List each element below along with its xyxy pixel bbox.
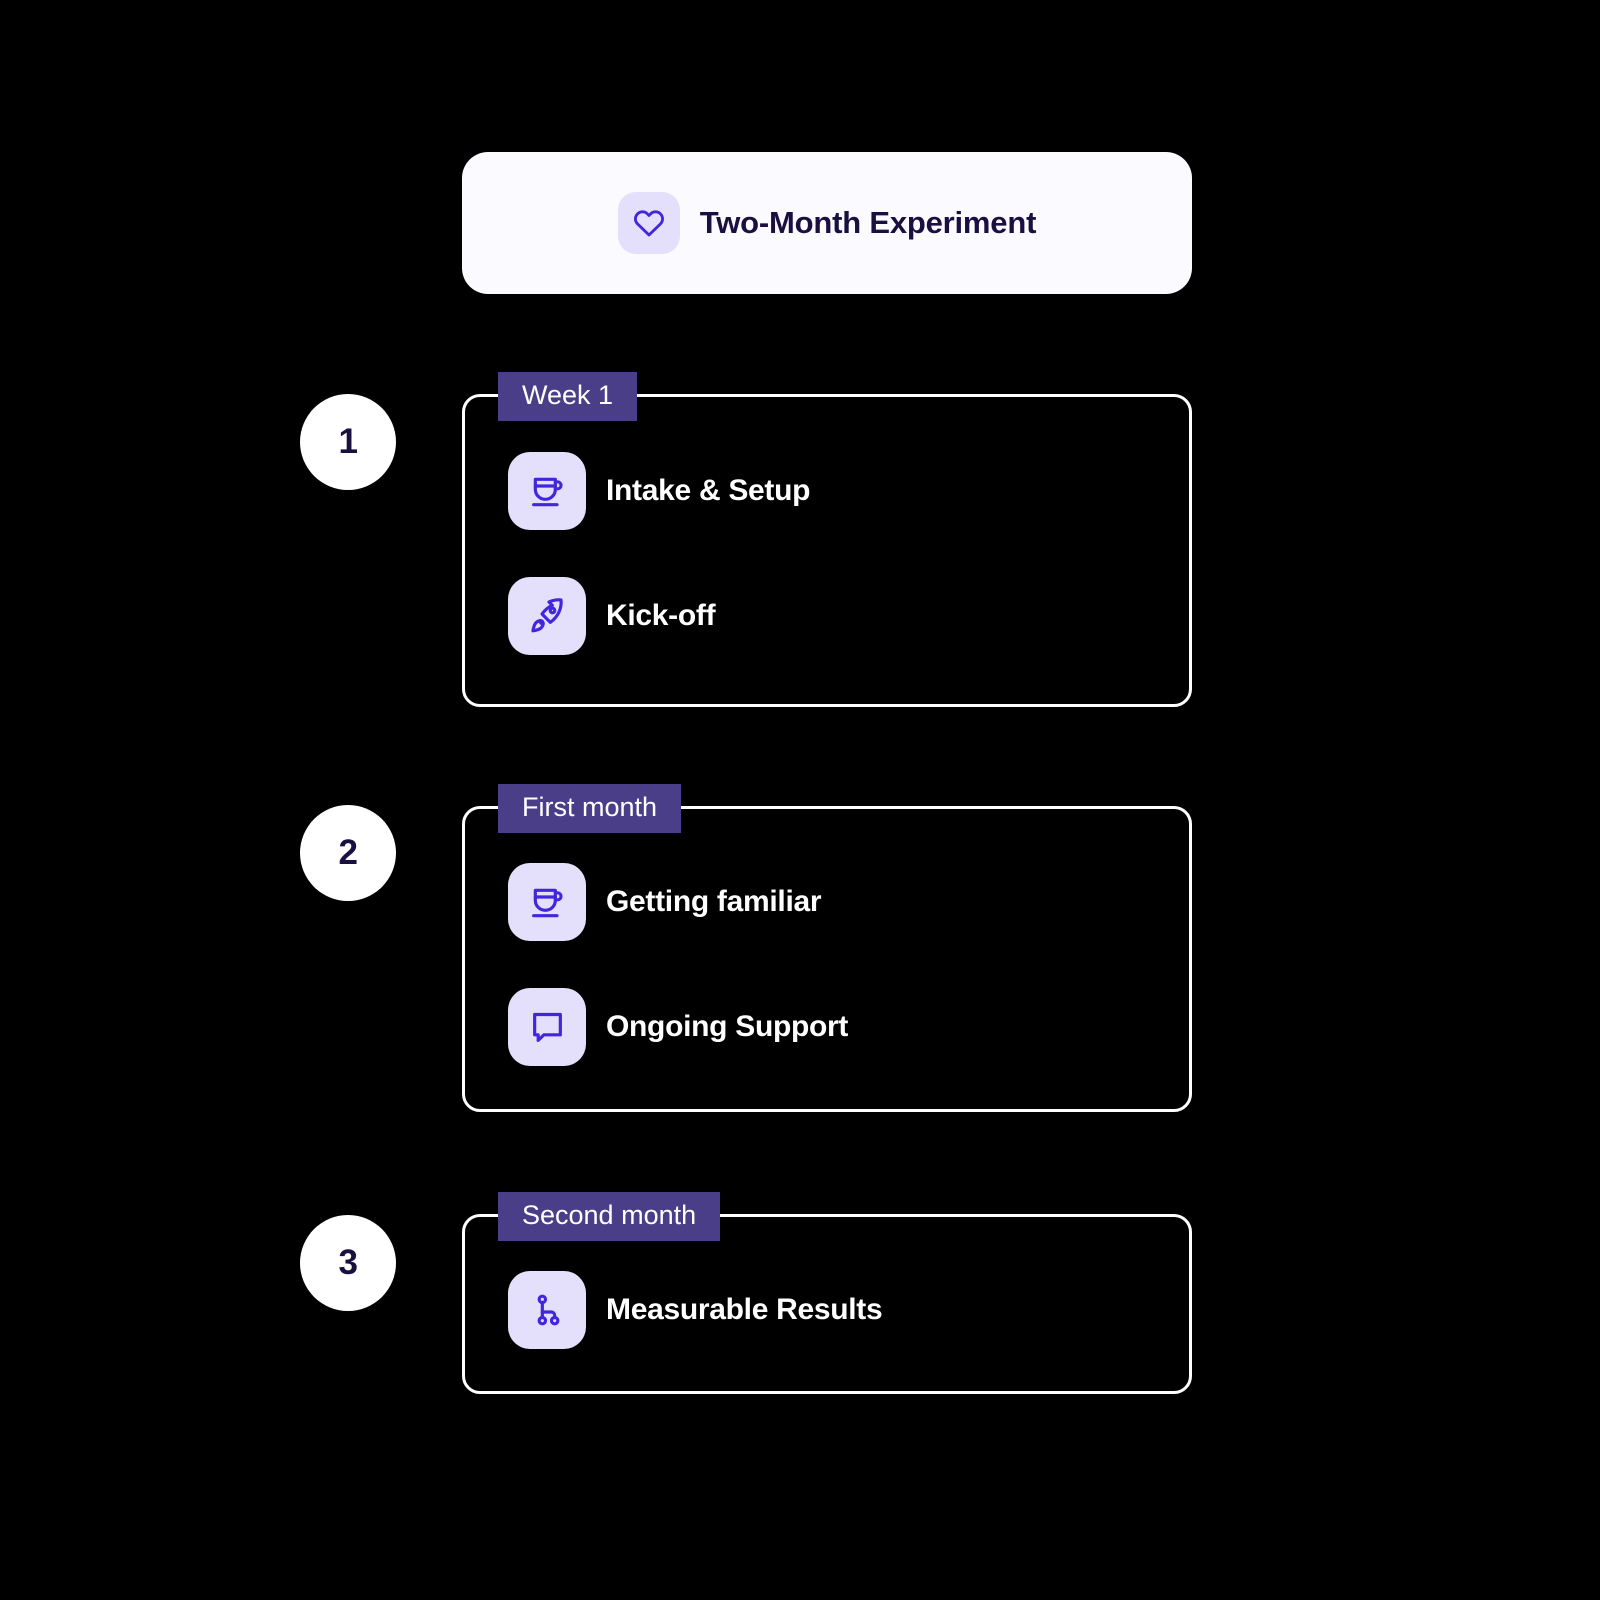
header-card: Two-Month Experiment: [462, 152, 1192, 294]
list-item-label: Kick-off: [606, 599, 716, 632]
rocket-icon: [508, 577, 586, 655]
coffee-cup-icon: [508, 452, 586, 530]
list-item[interactable]: Ongoing Support: [508, 988, 848, 1066]
chat-bubble-icon: [508, 988, 586, 1066]
step-tab-second-month[interactable]: Second month: [498, 1192, 721, 1242]
list-item-label: Intake & Setup: [606, 474, 811, 507]
list-item[interactable]: Intake & Setup: [508, 452, 810, 530]
step-number-badge-3: 3: [300, 1215, 396, 1311]
step-tab-first-month[interactable]: First month: [498, 784, 682, 834]
list-item[interactable]: Kick-off: [508, 577, 716, 655]
list-item[interactable]: Measurable Results: [508, 1271, 883, 1349]
heart-icon: [617, 192, 680, 254]
header-content: Two-Month Experiment: [617, 192, 1037, 254]
list-item[interactable]: Getting familiar: [508, 863, 822, 941]
step-number-badge-2: 2: [300, 805, 396, 901]
git-branch-icon: [508, 1271, 586, 1349]
step-card-1[interactable]: [462, 394, 1192, 707]
step-card-3[interactable]: [462, 1214, 1192, 1394]
list-item-label: Measurable Results: [606, 1293, 883, 1326]
coffee-cup-icon: [508, 863, 586, 941]
step-tab-week-1[interactable]: Week 1: [498, 372, 638, 422]
step-card-2[interactable]: [462, 806, 1192, 1112]
step-number-badge-1: 1: [300, 394, 396, 490]
page-title: Two-Month Experiment: [699, 205, 1037, 240]
list-item-label: Getting familiar: [606, 885, 822, 918]
list-item-label: Ongoing Support: [606, 1010, 849, 1043]
